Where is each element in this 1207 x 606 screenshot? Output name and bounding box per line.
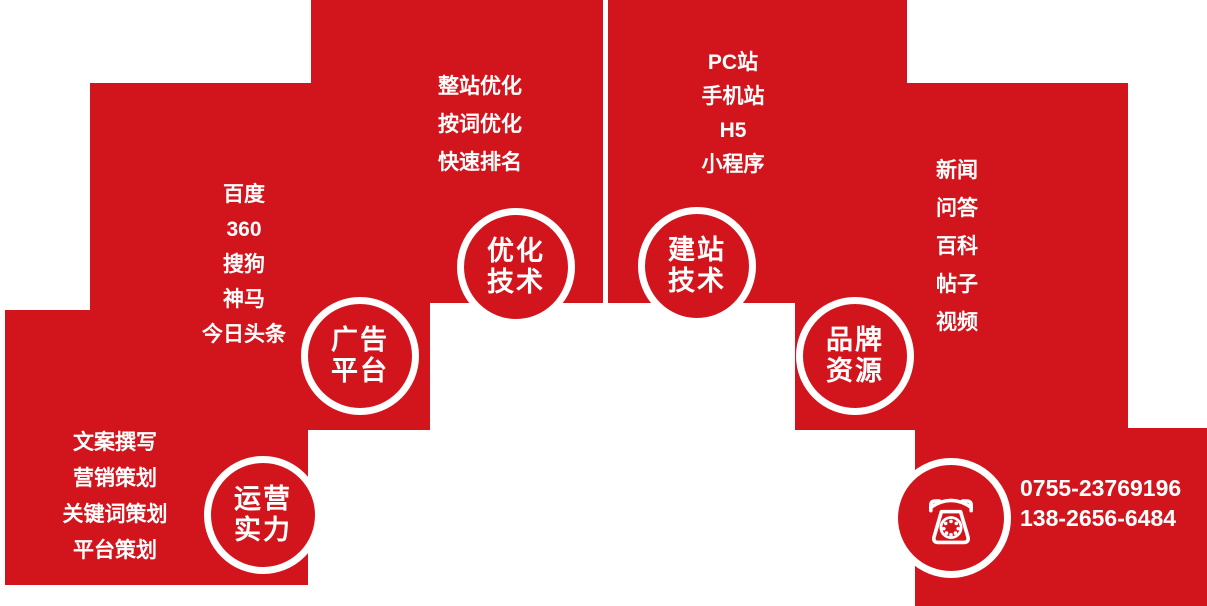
circle-label: 运营	[234, 484, 292, 514]
circle-label: 平台	[331, 356, 389, 386]
circle-label: 技术	[668, 266, 726, 296]
circle-label: 优化	[487, 236, 545, 266]
list-item: 神马	[223, 288, 265, 311]
list-item: PC站	[707, 51, 759, 74]
list-item: 问答	[936, 197, 978, 220]
circle-label: 建站	[668, 235, 726, 265]
circle-label: 广告	[331, 325, 389, 355]
list-item: 小程序	[701, 153, 765, 176]
telephone-icon	[929, 498, 973, 545]
list-item: 今日头条	[202, 323, 286, 346]
list-optimization: 整站优化 按词优化 快速排名	[438, 68, 522, 182]
list-website: PC站 手机站 H5 小程序	[702, 46, 765, 182]
list-item: 文案撰写	[73, 431, 157, 454]
list-item: 按词优化	[438, 113, 522, 136]
phone-number: 138-2656-6484	[1020, 505, 1177, 531]
circle-operation: 运营 实力	[204, 456, 322, 574]
list-item: 百科	[936, 235, 978, 258]
circle-brand: 品牌 资源	[796, 297, 914, 415]
circle-website: 建站 技术	[638, 207, 756, 325]
list-item: 关键词策划	[62, 503, 168, 526]
list-item: 手机站	[701, 85, 765, 108]
list-copywriting: 文案撰写 营销策划 关键词策划 平台策划	[63, 425, 168, 569]
circle-label: 实力	[234, 515, 292, 545]
list-item: 360	[226, 218, 262, 241]
list-item: 搜狗	[223, 253, 265, 276]
list-item: 百度	[223, 183, 265, 206]
contact-phone-numbers: 0755-23769196 138-2656-6484	[1020, 473, 1181, 533]
list-item: 整站优化	[438, 75, 522, 98]
circle-label: 资源	[826, 356, 884, 386]
phone-number: 0755-23769196	[1020, 475, 1182, 501]
circle-label: 技术	[487, 267, 545, 297]
list-item: 新闻	[936, 159, 978, 182]
list-item: H5	[719, 119, 747, 142]
list-advertising: 百度 360 搜狗 神马 今日头条	[202, 177, 286, 352]
circle-contact	[891, 458, 1011, 578]
list-brand: 新闻 问答 百科 帖子 视频	[936, 152, 978, 342]
circle-label: 品牌	[826, 325, 884, 355]
list-item: 视频	[936, 311, 978, 334]
circle-advertising: 广告 平台	[301, 297, 419, 415]
list-item: 平台策划	[73, 539, 157, 562]
circle-optimization: 优化 技术	[457, 208, 575, 326]
list-item: 快速排名	[438, 151, 522, 174]
list-item: 营销策划	[73, 467, 157, 490]
list-item: 帖子	[936, 273, 978, 296]
